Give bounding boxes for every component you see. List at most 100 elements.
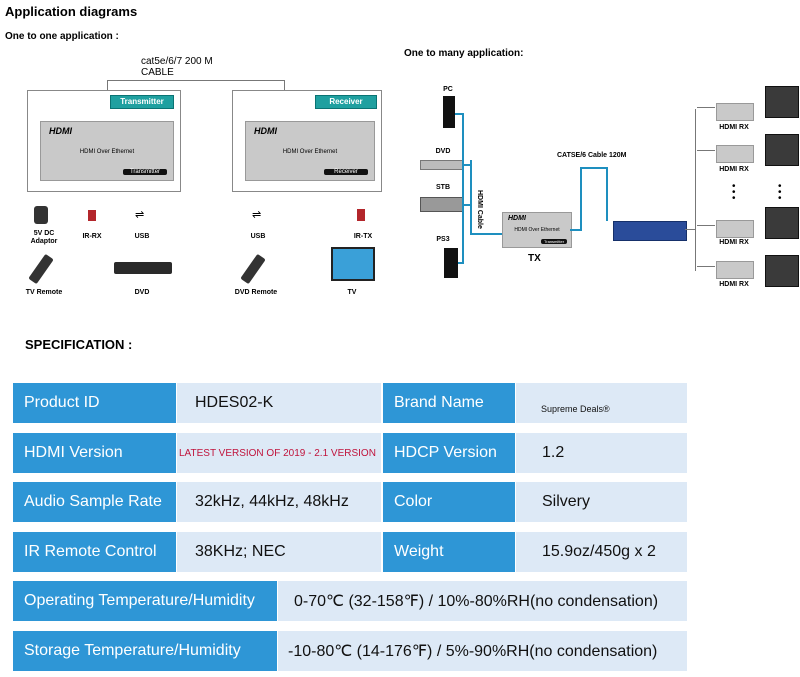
rx-label: HDMI RX — [719, 281, 749, 288]
switch-link — [685, 229, 695, 230]
device-label: Transmitter — [541, 239, 567, 244]
transmitter-panel: Transmitter HDMI HDMI Over Ethernet Tran… — [27, 90, 181, 192]
cat-cable-label: CATSE/6 Cable 120M — [557, 152, 627, 159]
usb-icon: ⇌ — [135, 209, 145, 221]
more-dots-icon: ••• — [778, 181, 782, 204]
hdmi-link — [462, 204, 470, 206]
device-label: Receiver — [324, 169, 368, 175]
transmitter-tag: Transmitter — [110, 95, 174, 109]
spec-label: Product ID — [13, 383, 176, 423]
receiver-panel: Receiver HDMI HDMI Over Ethernet Receive… — [232, 90, 382, 192]
cat-link — [606, 167, 608, 221]
ir-rx-icon — [88, 210, 96, 221]
device-text: HDMI Over Ethernet — [282, 149, 338, 155]
source-pc-label: PC — [443, 86, 453, 93]
spec-label: IR Remote Control — [13, 532, 176, 572]
source-stb-label: STB — [436, 184, 450, 191]
rx-device — [716, 103, 754, 121]
spec-label: Brand Name — [383, 383, 515, 423]
rx-link — [697, 107, 715, 108]
hdmi-link — [455, 113, 464, 115]
device-label: Transmitter — [123, 169, 167, 175]
spec-value: Silvery — [516, 482, 687, 522]
hdmi-link — [462, 164, 470, 166]
spec-value: 0-70℃ (32-158℉) / 10%-80%RH(no condensat… — [278, 581, 687, 621]
one-to-many-heading: One to many application: — [404, 48, 524, 59]
spec-value: 32kHz, 44kHz, 48kHz — [177, 482, 381, 522]
spec-label: Color — [383, 482, 515, 522]
one-to-one-heading: One to one application : — [5, 31, 119, 42]
rx-link — [697, 266, 715, 267]
rx-usb-label: USB — [250, 233, 266, 240]
dvd-icon — [114, 262, 172, 274]
adaptor-icon — [34, 206, 48, 224]
device-text: HDMI Over Ethernet — [514, 227, 560, 233]
tv-icon — [331, 247, 375, 281]
rx-link — [697, 225, 715, 226]
ir-tx-label: IR-TX — [353, 233, 373, 240]
cable-label: cat5e/6/7 200 M CABLE — [141, 56, 213, 78]
network-switch-icon — [613, 221, 687, 241]
spec-value: HDES02-K — [177, 383, 381, 423]
usb-icon: ⇌ — [252, 209, 262, 221]
hdmi-logo: HDMI — [508, 215, 526, 222]
ir-tx-icon — [357, 209, 365, 221]
dvd-label: DVD — [134, 289, 150, 296]
ps3-icon — [444, 248, 458, 278]
tv-label: TV — [347, 289, 357, 296]
hdmi-link — [458, 262, 464, 264]
dvd-remote-icon — [240, 253, 266, 285]
spec-value: -10-80℃ (14-176℉) / 5%-90%RH(no condensa… — [278, 631, 687, 671]
tv-screen-icon — [765, 207, 799, 239]
rx-link — [697, 150, 715, 151]
dvd-player-icon — [420, 160, 464, 170]
cat-link — [570, 229, 580, 231]
usb-label: USB — [134, 233, 150, 240]
hdmi-to-tx — [470, 233, 502, 235]
cat-link — [580, 167, 582, 231]
hdmi-logo: HDMI — [254, 126, 277, 136]
spec-value: 15.9oz/450g x 2 — [516, 532, 687, 572]
tv-screen-icon — [765, 134, 799, 166]
rx-label: HDMI RX — [719, 166, 749, 173]
tv-remote-icon — [28, 253, 54, 285]
ir-rx-label: IR-RX — [82, 233, 102, 240]
spec-label: HDMI Version — [13, 433, 176, 473]
spec-label: Storage Temperature/Humidity — [13, 631, 277, 671]
hdmi-cable-label: HDMI Cable — [476, 190, 483, 229]
diagram-title: Application diagrams — [5, 4, 138, 19]
spec-label: Operating Temperature/Humidity — [13, 581, 277, 621]
rx-device — [716, 261, 754, 279]
stb-icon — [420, 197, 464, 212]
rx-label: HDMI RX — [719, 239, 749, 246]
transmitter-device: HDMI HDMI Over Ethernet Transmitter — [40, 121, 174, 181]
tv-screen-icon — [765, 86, 799, 118]
receiver-tag: Receiver — [315, 95, 377, 109]
adaptor-label: 5V DC Adaptor — [30, 230, 58, 245]
receiver-device: HDMI HDMI Over Ethernet Receiver — [245, 121, 375, 181]
tx-label: TX — [528, 253, 541, 264]
spec-label: Audio Sample Rate — [13, 482, 176, 522]
hdmi-bus-line — [462, 113, 464, 263]
dvd-remote-label: DVD Remote — [234, 289, 278, 296]
hdmi-trunk — [470, 160, 472, 235]
hdmi-logo: HDMI — [49, 126, 72, 136]
device-text: HDMI Over Ethernet — [79, 149, 135, 155]
spec-value: 38KHz; NEC — [177, 532, 381, 572]
more-dots-icon: ••• — [732, 181, 736, 204]
spec-value-version: LATEST VERSION OF 2019 - 2.1 VERSION — [177, 433, 381, 473]
rx-label: HDMI RX — [719, 124, 749, 131]
cat-link — [580, 167, 608, 169]
spec-value: Supreme Deals® — [516, 383, 687, 423]
rx-device — [716, 145, 754, 163]
spec-label: Weight — [383, 532, 515, 572]
rx-bus-line — [695, 109, 696, 271]
spec-value: 1.2 — [516, 433, 687, 473]
tv-remote-label: TV Remote — [25, 289, 63, 296]
tv-screen-icon — [765, 255, 799, 287]
rx-device — [716, 220, 754, 238]
source-ps3-label: PS3 — [436, 236, 450, 243]
spec-label: HDCP Version — [383, 433, 515, 473]
tx-device: HDMI HDMI Over Ethernet Transmitter — [502, 212, 572, 248]
source-dvd-label: DVD — [435, 148, 451, 155]
